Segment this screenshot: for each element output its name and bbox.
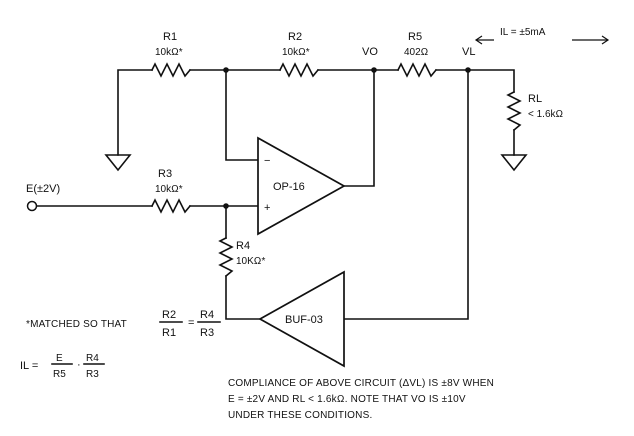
ground-icon bbox=[500, 154, 528, 172]
resistor-r2 bbox=[278, 62, 320, 78]
il-numerator-r4: R4 bbox=[86, 353, 99, 364]
resistor-r4 bbox=[218, 236, 234, 278]
r1-value: 10kΩ* bbox=[155, 47, 183, 58]
il-denominator-r3: R3 bbox=[86, 369, 99, 380]
opamp-minus-label: − bbox=[264, 155, 270, 167]
wire-vl-rl bbox=[467, 69, 515, 93]
r5-name: R5 bbox=[408, 31, 422, 43]
r4-name: R4 bbox=[236, 240, 250, 252]
buffer-name: BUF-03 bbox=[285, 314, 323, 326]
wire-output-vo bbox=[343, 69, 375, 187]
input-terminal bbox=[26, 200, 38, 212]
arrowhead-left-icon bbox=[474, 35, 483, 45]
r3-value: 10kΩ* bbox=[155, 184, 183, 195]
ratio-r1: R1 bbox=[162, 327, 176, 339]
resistor-r5 bbox=[396, 62, 438, 78]
junction-dot bbox=[371, 67, 377, 73]
il-times: · bbox=[77, 359, 81, 371]
resistor-rl bbox=[506, 90, 522, 132]
resistor-r3 bbox=[150, 198, 192, 214]
arrowhead-right-icon bbox=[601, 35, 610, 45]
resistor-r1 bbox=[150, 62, 192, 78]
compliance-line-1: COMPLIANCE OF ABOVE CIRCUIT (ΔVL) IS ±8V… bbox=[228, 378, 494, 389]
compliance-line-3: UNDER THESE CONDITIONS. bbox=[228, 410, 372, 421]
buffer-buf03 bbox=[258, 270, 345, 368]
wire-vl-buffer bbox=[343, 69, 469, 320]
junction-dot bbox=[465, 67, 471, 73]
equals-sign: = bbox=[188, 317, 194, 329]
opamp-plus-label: + bbox=[264, 202, 270, 214]
matched-note: *MATCHED SO THAT bbox=[26, 319, 127, 330]
vl-node-label: VL bbox=[462, 46, 475, 58]
il-numerator-e: E bbox=[56, 353, 63, 364]
rl-value: < 1.6kΩ bbox=[528, 109, 563, 120]
il-formula-prefix: IL = bbox=[20, 360, 38, 372]
junction-dot bbox=[223, 203, 229, 209]
r2-value: 10kΩ* bbox=[282, 47, 310, 58]
r1-name: R1 bbox=[163, 31, 177, 43]
il-denominator-r5: R5 bbox=[53, 369, 66, 380]
input-label: E(±2V) bbox=[26, 183, 60, 195]
wire-r1-to-ground bbox=[117, 69, 153, 156]
wire-r4-buffer bbox=[225, 275, 261, 320]
ratio-r4: R4 bbox=[200, 309, 214, 321]
ground-icon bbox=[104, 154, 132, 172]
r4-value: 10KΩ* bbox=[236, 256, 265, 267]
vo-node-label: VO bbox=[362, 46, 378, 58]
wire-feedback-minus bbox=[225, 69, 259, 161]
compliance-line-2: E = ±2V AND RL < 1.6kΩ. NOTE THAT VO IS … bbox=[228, 394, 466, 405]
r2-name: R2 bbox=[288, 31, 302, 43]
rl-name: RL bbox=[528, 93, 542, 105]
r5-value: 402Ω bbox=[404, 47, 428, 58]
ratio-r3: R3 bbox=[200, 327, 214, 339]
ratio-r2: R2 bbox=[162, 309, 176, 321]
current-label: IL = ±5mA bbox=[500, 27, 546, 38]
opamp-name: OP-16 bbox=[273, 181, 305, 193]
junctions bbox=[223, 67, 471, 209]
opamp-op16 bbox=[257, 136, 346, 236]
junction-dot bbox=[223, 67, 229, 73]
wires bbox=[35, 69, 515, 320]
current-arrow bbox=[474, 35, 610, 45]
r3-name: R3 bbox=[158, 168, 172, 180]
